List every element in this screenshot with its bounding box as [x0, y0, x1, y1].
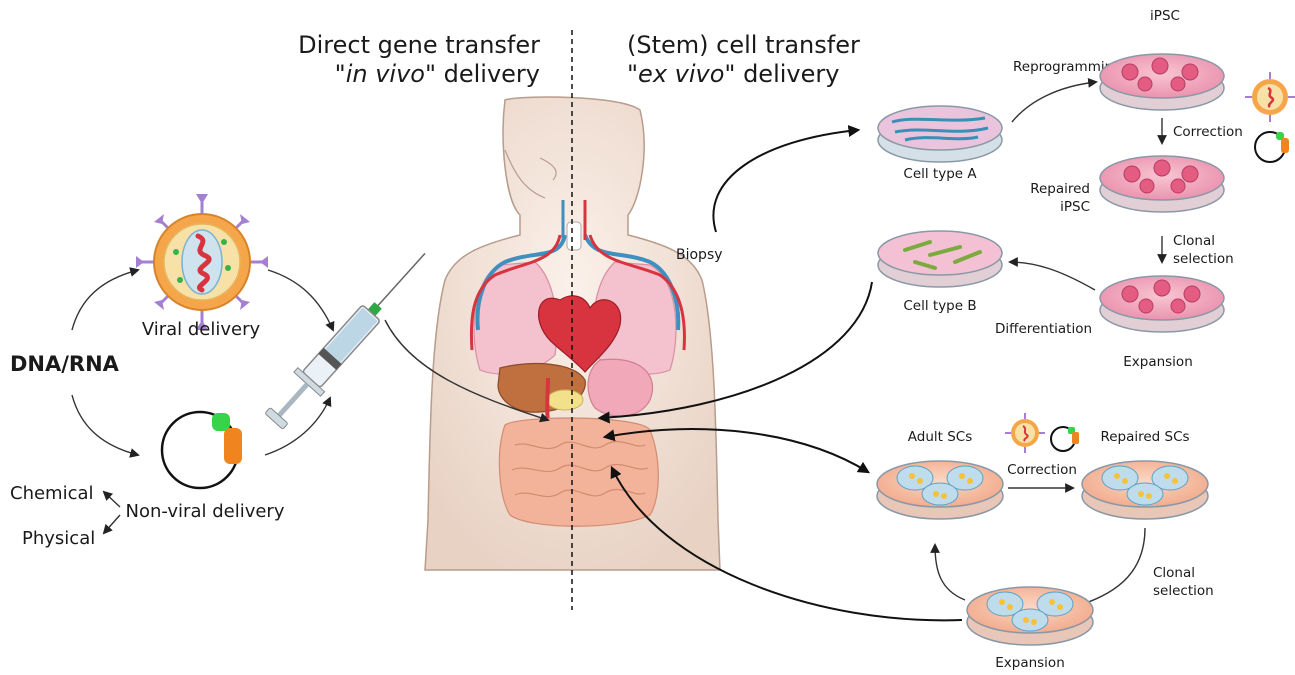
- arrow-differentiation: [1010, 262, 1095, 290]
- dish-repaired-ipsc: [1100, 156, 1224, 212]
- repaired-scs-label: Repaired SCs: [1100, 429, 1189, 445]
- physical-label: Physical: [22, 528, 95, 549]
- expansion-ipsc-label: Expansion: [1123, 354, 1193, 370]
- heading-in-vivo: Direct gene transfer "in vivo" delivery: [298, 31, 540, 88]
- cell-type-a-label: Cell type A: [903, 166, 977, 182]
- dish-cell-type-b: [878, 231, 1002, 287]
- plasmid-icon: [162, 412, 242, 488]
- dish-repaired-scs: [1082, 461, 1208, 519]
- arrow-dna-to-nonviral: [72, 395, 138, 455]
- heading-right-line1: (Stem) cell transfer: [627, 31, 860, 59]
- arrow-biopsy-to-cell-a: [713, 130, 858, 232]
- arrow-viral-to-syringe: [268, 270, 333, 330]
- dish-expansion-scs: [967, 587, 1093, 645]
- arrow-dna-to-viral: [72, 270, 138, 330]
- arrow-reprogramming: [1012, 82, 1096, 122]
- sc-correction-label: Correction: [1007, 462, 1077, 478]
- viral-delivery-label: Viral delivery: [142, 319, 261, 340]
- biopsy-label: Biopsy: [676, 247, 723, 263]
- sc-clonal-label-1: Clonal: [1153, 565, 1195, 581]
- dish-cell-type-a: [878, 106, 1002, 162]
- small-plasmid-icon: [1255, 132, 1289, 162]
- dish-ipsc: [1100, 54, 1224, 110]
- heading-ex-vivo: (Stem) cell transfer "ex vivo" delivery: [627, 31, 860, 88]
- repaired-ipsc-label-2: iPSC: [1060, 199, 1090, 215]
- sc-virus-icon: [1005, 413, 1045, 453]
- ipsc-correction-label: Correction: [1173, 124, 1243, 140]
- syringe-icon: [260, 241, 438, 433]
- small-virus-icon: [1245, 72, 1295, 122]
- differentiation-label: Differentiation: [995, 321, 1092, 337]
- heading-left-line1: Direct gene transfer: [298, 31, 540, 59]
- chemical-label: Chemical: [10, 483, 94, 504]
- sc-plasmid-icon: [1051, 427, 1079, 451]
- repaired-ipsc-label-1: Repaired: [1030, 181, 1090, 197]
- ipsc-label: iPSC: [1150, 8, 1180, 24]
- arrow-expansion-to-adult: [935, 545, 965, 600]
- clonal-label-ipsc-1: Clonal: [1173, 233, 1215, 249]
- dish-expansion-ipsc: [1100, 276, 1224, 332]
- sc-clonal-label-2: selection: [1153, 583, 1214, 599]
- sc-expansion-label: Expansion: [995, 655, 1065, 671]
- heading-right-line2: "ex vivo" delivery: [627, 60, 839, 88]
- arrow-to-chemical: [104, 492, 120, 507]
- intestines: [499, 418, 658, 526]
- non-viral-delivery-label: Non-viral delivery: [126, 501, 285, 522]
- clonal-label-ipsc-2: selection: [1173, 251, 1234, 267]
- adult-scs-label: Adult SCs: [908, 429, 973, 445]
- dna-rna-label: DNA/RNA: [10, 352, 120, 376]
- arrow-sc-clonal-selection: [1080, 528, 1145, 605]
- heading-left-line2: "in vivo" delivery: [335, 60, 540, 88]
- arrow-nonviral-to-syringe: [265, 398, 330, 455]
- arrow-to-physical: [104, 515, 120, 533]
- virus-icon: [136, 194, 268, 330]
- stomach: [588, 359, 653, 416]
- cell-type-b-label: Cell type B: [903, 298, 976, 314]
- dish-adult-scs: [877, 461, 1003, 519]
